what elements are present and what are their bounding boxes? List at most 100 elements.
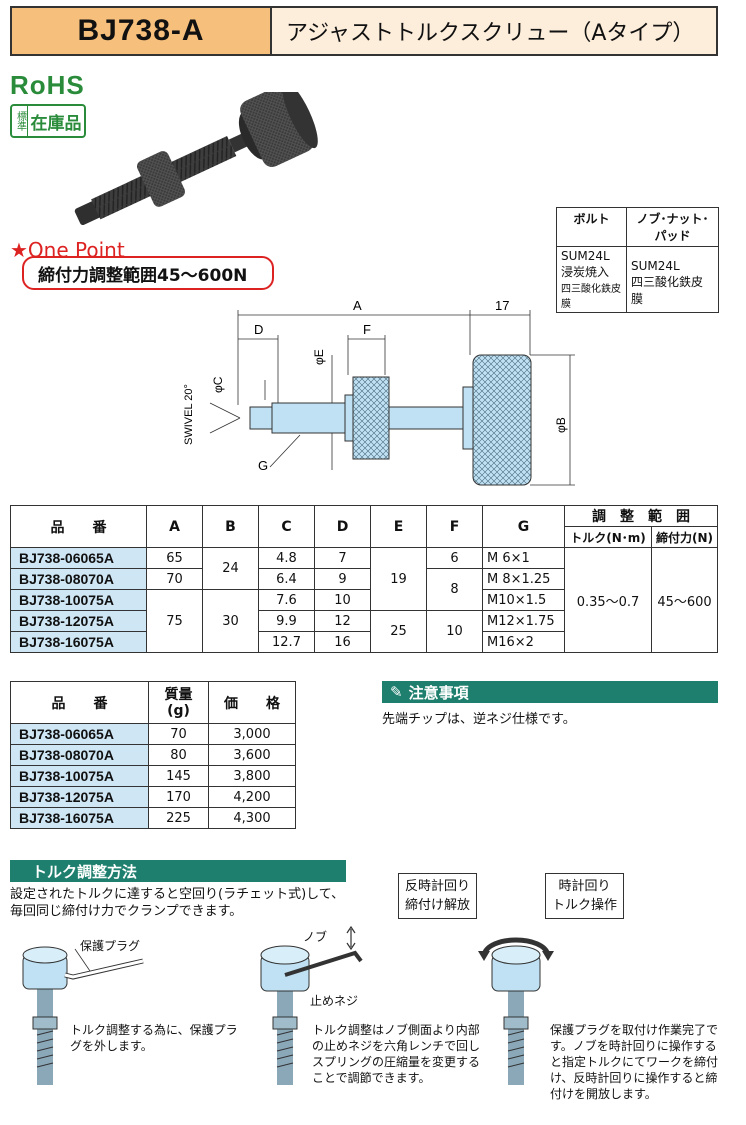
product-name: アジャストトルクスクリュー（Aタイプ） bbox=[272, 8, 716, 54]
dim-D: D bbox=[254, 322, 263, 337]
torque-text-line: 毎回同じ締付け力でクランプできます。 bbox=[10, 904, 243, 919]
stock-label: 在庫品 bbox=[30, 113, 82, 134]
caution-bar: ✎ 注意事項 bbox=[382, 681, 718, 703]
torque-text-line: 設定されたトルクに達すると空回り(ラチェット式)して、 bbox=[10, 887, 345, 902]
spec-header-force: 締付力(N) bbox=[651, 526, 718, 548]
spec-A: 70 bbox=[146, 568, 203, 590]
material-header-knob: ノブ･ナット･パッド bbox=[626, 207, 719, 247]
material-bolt-line: 四三酸化鉄皮膜 bbox=[561, 284, 621, 310]
spec-A: 75 bbox=[146, 589, 203, 653]
ccw-line: 締付け解放 bbox=[405, 898, 471, 913]
spec-header-G: G bbox=[482, 505, 565, 548]
price-pn: BJ738-10075A bbox=[10, 765, 149, 787]
spec-A: 65 bbox=[146, 547, 203, 569]
spec-F: 8 bbox=[426, 568, 483, 611]
spec-C: 12.7 bbox=[258, 631, 315, 653]
spec-pn: BJ738-12075A bbox=[10, 610, 147, 632]
stock-badge: 標準 在庫品 bbox=[10, 104, 86, 138]
spec-pn: BJ738-10075A bbox=[10, 589, 147, 611]
spec-D: 12 bbox=[314, 610, 371, 632]
spec-G: M10×1.5 bbox=[482, 589, 565, 611]
spec-header-C: C bbox=[258, 505, 315, 548]
spec-D: 7 bbox=[314, 547, 371, 569]
spec-G: M 8×1.25 bbox=[482, 568, 565, 590]
knob-label: ノブ bbox=[303, 930, 328, 944]
material-knob-line: SUM24L bbox=[631, 259, 680, 273]
dim-A: A bbox=[353, 298, 362, 313]
rohs-logo: RoHS bbox=[10, 70, 85, 100]
price-mass: 170 bbox=[148, 786, 209, 808]
spec-B: 30 bbox=[202, 589, 259, 653]
ccw-line: 反時計回り bbox=[405, 879, 471, 894]
material-bolt: SUM24L 浸炭焼入 四三酸化鉄皮膜 bbox=[556, 246, 627, 313]
price-value: 4,200 bbox=[208, 786, 296, 808]
price-mass: 70 bbox=[148, 723, 209, 745]
torque-section-bar: トルク調整方法 bbox=[10, 860, 346, 882]
material-bolt-line: 浸炭焼入 bbox=[561, 265, 610, 279]
spec-G: M 6×1 bbox=[482, 547, 565, 569]
spec-E: 25 bbox=[370, 610, 427, 653]
dim-phiC: φC bbox=[211, 376, 225, 393]
material-header-bolt: ボルト bbox=[556, 207, 627, 247]
spec-C: 6.4 bbox=[258, 568, 315, 590]
spec-B: 24 bbox=[202, 547, 259, 590]
caution-text: 先端チップは、逆ネジ仕様です。 bbox=[382, 712, 576, 727]
material-bolt-line: SUM24L bbox=[561, 249, 610, 263]
spec-header-pn: 品 番 bbox=[10, 505, 147, 548]
spec-header-F: F bbox=[426, 505, 483, 548]
price-pn: BJ738-06065A bbox=[10, 723, 149, 745]
spec-header-D: D bbox=[314, 505, 371, 548]
spec-header-A: A bbox=[146, 505, 203, 548]
caution-title: 注意事項 bbox=[408, 683, 469, 702]
torque-text: 設定されたトルクに達すると空回り(ラチェット式)して、 毎回同じ締付け力でクラン… bbox=[10, 886, 344, 920]
title-bar: BJ738-A アジャストトルクスクリュー（Aタイプ） bbox=[10, 6, 718, 56]
price-pn: BJ738-16075A bbox=[10, 807, 149, 829]
protect-plug-label: 保護プラグ bbox=[80, 939, 141, 953]
product-code: BJ738-A bbox=[12, 8, 272, 54]
step1-note: トルク調整する為に、保護プラグを外します。 bbox=[70, 1023, 238, 1053]
price-value: 3,800 bbox=[208, 765, 296, 787]
step1-illustration bbox=[22, 946, 144, 1085]
step3-illustration bbox=[478, 937, 554, 1085]
price-pn: BJ738-12075A bbox=[10, 786, 149, 808]
dim-phiE: φE bbox=[312, 349, 326, 365]
spec-E: 19 bbox=[370, 547, 427, 611]
spec-torque: 0.35〜0.7 bbox=[563, 547, 653, 653]
spec-D: 10 bbox=[314, 589, 371, 611]
spec-force: 45〜600 bbox=[651, 547, 718, 653]
spec-header-E: E bbox=[370, 505, 427, 548]
ccw-label: 反時計回り 締付け解放 bbox=[398, 873, 478, 919]
material-knob-line: 四三酸化鉄皮膜 bbox=[631, 275, 704, 306]
spec-D: 9 bbox=[314, 568, 371, 590]
standard-mark: 標準 bbox=[12, 106, 28, 136]
spec-F: 10 bbox=[426, 610, 483, 653]
spec-G: M12×1.75 bbox=[482, 610, 565, 632]
step3-note: 保護プラグを取付け作業完了です。ノブを時計回りに操作すると指定トルクにてワークを… bbox=[550, 1023, 719, 1101]
price-value: 3,600 bbox=[208, 744, 296, 766]
price-mass: 145 bbox=[148, 765, 209, 787]
price-value: 4,300 bbox=[208, 807, 296, 829]
spec-C: 7.6 bbox=[258, 589, 315, 611]
spec-header-B: B bbox=[202, 505, 259, 548]
cw-label: 時計回り トルク操作 bbox=[545, 873, 625, 919]
cw-line: トルク操作 bbox=[552, 898, 618, 913]
dim-F: F bbox=[363, 322, 371, 337]
spec-C: 4.8 bbox=[258, 547, 315, 569]
cw-line: 時計回り bbox=[558, 879, 611, 894]
dim-phiB: φB bbox=[554, 417, 568, 433]
spec-G: M16×2 bbox=[482, 631, 565, 653]
step2-illustration bbox=[260, 925, 363, 1085]
spec-D: 16 bbox=[314, 631, 371, 653]
step2-note: トルク調整はノブ側面より内部の止めネジを六角レンチで回しスプリングの圧縮量を変更… bbox=[312, 1023, 481, 1085]
price-header-pn: 品 番 bbox=[10, 681, 149, 724]
spec-pn: BJ738-16075A bbox=[10, 631, 147, 653]
material-knob: SUM24L 四三酸化鉄皮膜 bbox=[626, 246, 719, 313]
price-mass: 80 bbox=[148, 744, 209, 766]
dim-G: G bbox=[258, 458, 268, 473]
material-table: ボルト ノブ･ナット･パッド SUM24L 浸炭焼入 四三酸化鉄皮膜 SUM24… bbox=[556, 207, 719, 313]
price-value: 3,000 bbox=[208, 723, 296, 745]
one-point-box: 締付力調整範囲45〜600N bbox=[22, 256, 274, 290]
product-photo bbox=[74, 92, 318, 226]
torque-section-title: トルク調整方法 bbox=[32, 862, 138, 881]
